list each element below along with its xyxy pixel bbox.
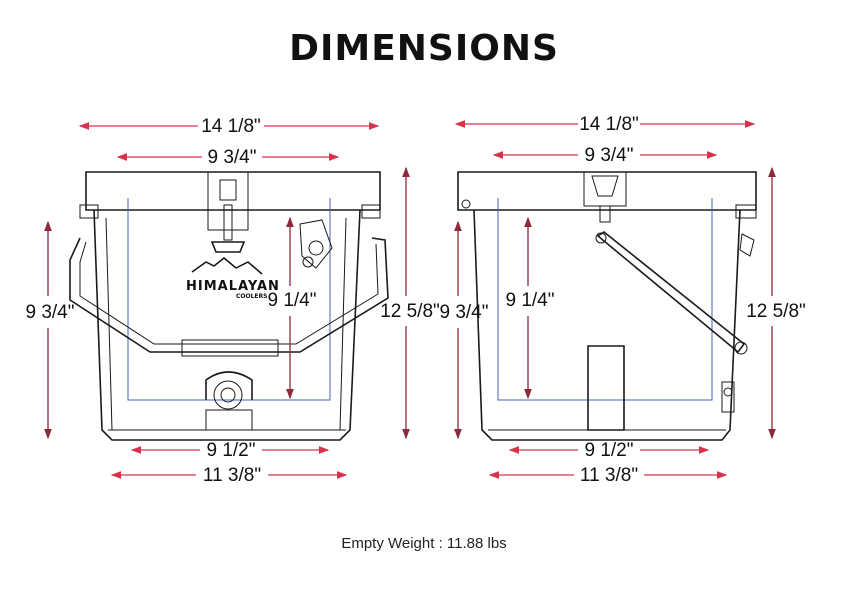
front-base-inner: 9 1/2" xyxy=(206,440,255,461)
brand-sub: COOLERS xyxy=(236,293,267,300)
front-base-outer: 11 3/8" xyxy=(203,465,261,486)
side-top-width: 14 1/8" xyxy=(579,114,639,135)
front-inner-width: 9 3/4" xyxy=(207,147,256,168)
brand-name: HIMALAYAN xyxy=(186,279,280,294)
side-inner-height: 9 1/4" xyxy=(505,290,554,311)
side-base-outer: 11 3/8" xyxy=(580,465,638,486)
page-title: DIMENSIONS xyxy=(289,28,559,69)
front-total-height: 12 5/8" xyxy=(380,301,440,322)
side-total-height: 12 5/8" xyxy=(746,301,806,322)
empty-weight-label: Empty Weight : 11.88 lbs xyxy=(341,535,507,552)
side-base-inner: 9 1/2" xyxy=(584,440,633,461)
front-inner-height: 9 1/4" xyxy=(267,290,316,311)
side-inner-width: 9 3/4" xyxy=(584,145,633,166)
front-view-cooler: HIMALAYAN COOLERS xyxy=(69,171,389,441)
front-height-left: 9 3/4" xyxy=(25,302,74,323)
side-view-cooler xyxy=(457,171,757,441)
side-height-left: 9 3/4" xyxy=(439,302,488,323)
front-top-width: 14 1/8" xyxy=(201,116,261,137)
